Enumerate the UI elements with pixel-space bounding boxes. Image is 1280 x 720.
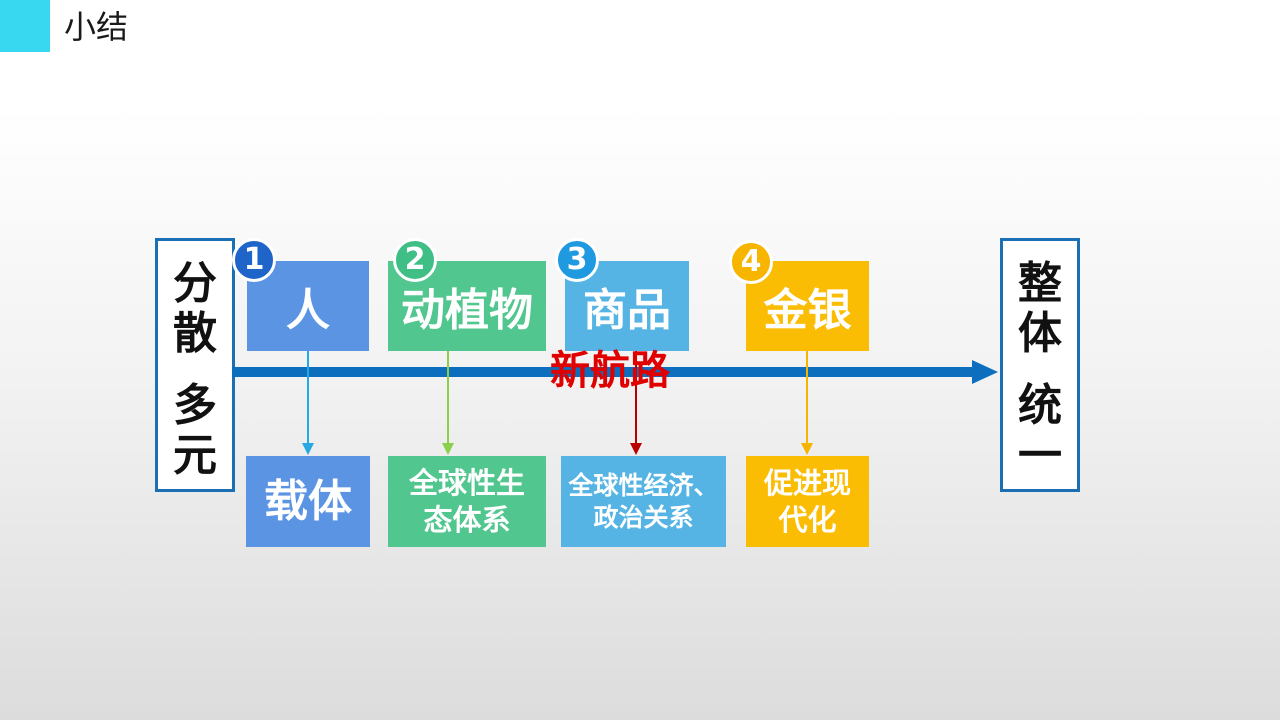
stage-2-label: 动植物 xyxy=(401,285,533,336)
stage-1-connector xyxy=(307,351,309,445)
stage-2-result-box: 全球性生 态体系 xyxy=(388,456,546,547)
stage-1-box: 人 xyxy=(247,261,369,351)
stage-2-connector xyxy=(447,351,449,445)
stage-4-result-line: 代化 xyxy=(778,502,837,537)
right-box-char: 统 xyxy=(1018,380,1062,431)
stage-4-label: 金银 xyxy=(763,285,852,336)
left-box-char: 散 xyxy=(173,308,217,359)
stage-4-connector xyxy=(806,351,808,445)
left-box-char: 分 xyxy=(173,258,217,309)
left-box-dispersed: 分 散 多 元 xyxy=(155,238,235,492)
stage-2-result-line: 全球性生 xyxy=(408,466,525,501)
stage-3-result-line: 全球性经济、 xyxy=(568,471,719,501)
stage-1-result: 载体 xyxy=(264,476,352,527)
stage-3-arrow-head-icon xyxy=(630,443,642,455)
stage-1-arrow-head-icon xyxy=(302,443,314,455)
right-box-char: 一 xyxy=(1018,430,1062,481)
left-box-char: 元 xyxy=(173,430,217,481)
right-box-char: 整 xyxy=(1018,258,1062,309)
stage-3-badge: 3 xyxy=(555,238,599,282)
right-box-integrated: 整 体 统 一 xyxy=(1000,238,1080,492)
stage-1-result-box: 载体 xyxy=(246,456,370,547)
main-arrow-head-icon xyxy=(972,360,998,384)
slide-title: 小结 xyxy=(64,8,129,46)
stage-4-arrow-head-icon xyxy=(801,443,813,455)
stage-3-result-line: 政治关系 xyxy=(593,502,694,532)
stage-2-badge: 2 xyxy=(393,238,437,282)
stage-4-result-line: 促进现 xyxy=(763,466,851,501)
stage-3-result-box: 全球性经济、 政治关系 xyxy=(561,456,726,547)
stage-4-result-box: 促进现 代化 xyxy=(746,456,869,547)
left-box-char: 多 xyxy=(173,380,217,431)
stage-4-badge: 4 xyxy=(729,240,773,284)
stage-2-result-line: 态体系 xyxy=(423,502,511,537)
stage-3-label: 商品 xyxy=(583,285,671,336)
stage-3-connector xyxy=(635,351,637,445)
main-timeline-arrow xyxy=(232,367,978,377)
stage-2-arrow-head-icon xyxy=(442,443,454,455)
title-accent-block xyxy=(0,0,50,52)
right-box-char: 体 xyxy=(1018,308,1062,359)
new-sea-route-label: 新航路 xyxy=(550,347,670,394)
stage-1-badge: 1 xyxy=(232,238,276,282)
stage-1-label: 人 xyxy=(286,285,330,336)
